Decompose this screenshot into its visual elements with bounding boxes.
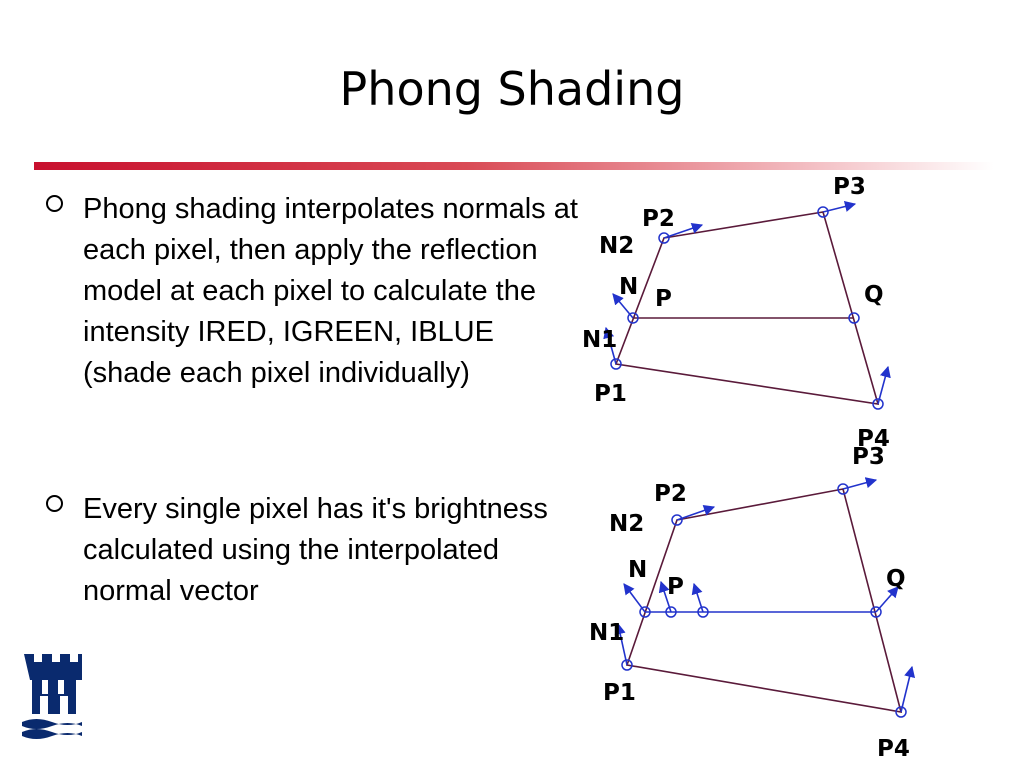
bottom-label-q: Q: [886, 566, 906, 592]
bottom-label-n2: N2: [609, 511, 644, 537]
bottom-vertex-p4: [895, 706, 907, 718]
top-label-p2: P2: [642, 206, 675, 232]
top-normal-p4: [877, 365, 891, 405]
bullet-item-2: Every single pixel has it's brightness c…: [46, 489, 586, 612]
top-label-n: N: [619, 274, 638, 300]
top-point-q: [848, 312, 860, 324]
bottom-quad-edges: [625, 488, 903, 713]
bullet-text-1: Phong shading interpolates normals at ea…: [83, 193, 578, 389]
bottom-label-p: P: [667, 574, 684, 600]
top-normal-p2: [663, 222, 704, 239]
top-label-p3: P3: [833, 174, 866, 200]
top-vertex-p3: [817, 206, 829, 218]
bottom-normal-n: [623, 583, 646, 613]
bottom-label-p1: P1: [603, 680, 636, 706]
top-label-p1: P1: [594, 381, 627, 407]
bottom-label-p2: P2: [654, 481, 687, 507]
bottom-vertex-p2: [671, 514, 683, 526]
top-label-q: Q: [864, 282, 884, 308]
bullet-item-1: Phong shading interpolates normals at ea…: [46, 189, 586, 394]
top-diagram: P3 P2 N2 N P Q N1 P1 P4: [582, 174, 891, 452]
bottom-pixel-1: [665, 606, 677, 618]
bottom-point-n: [639, 606, 651, 618]
bottom-normal-p1: [614, 622, 628, 666]
top-vertex-p4: [872, 398, 884, 410]
bottom-vertex-p3: [837, 483, 849, 495]
top-label-p4: P4: [857, 426, 890, 452]
castle-logo-icon: [22, 654, 82, 739]
top-vertex-p2: [658, 232, 670, 244]
bottom-normal-p4: [900, 665, 916, 713]
bottom-normal-p2: [676, 505, 716, 521]
bottom-diagram: P3 P2 N2 N P Q N1 P1 P4: [589, 444, 916, 762]
bottom-label-p4: P4: [877, 736, 910, 762]
slide-title: Phong Shading: [339, 62, 685, 116]
bottom-label-n: N: [628, 557, 647, 583]
bullet-marker-icon: [46, 495, 63, 512]
bottom-pixel-2: [697, 606, 709, 618]
top-label-n2: N2: [599, 233, 634, 259]
bullet-text-2: Every single pixel has it's brightness c…: [83, 493, 548, 607]
bottom-label-p3: P3: [852, 444, 885, 470]
bottom-label-n1: N1: [589, 620, 624, 646]
bullet-marker-icon: [46, 195, 63, 212]
top-label-p: P: [655, 286, 672, 312]
bottom-point-q: [870, 606, 882, 618]
top-point-n: [627, 312, 639, 324]
top-label-n1: N1: [582, 327, 617, 353]
title-divider: [34, 162, 994, 170]
top-normal-p1: [603, 326, 617, 365]
bottom-vertex-p1: [621, 659, 633, 671]
top-vertex-p1: [610, 358, 622, 370]
